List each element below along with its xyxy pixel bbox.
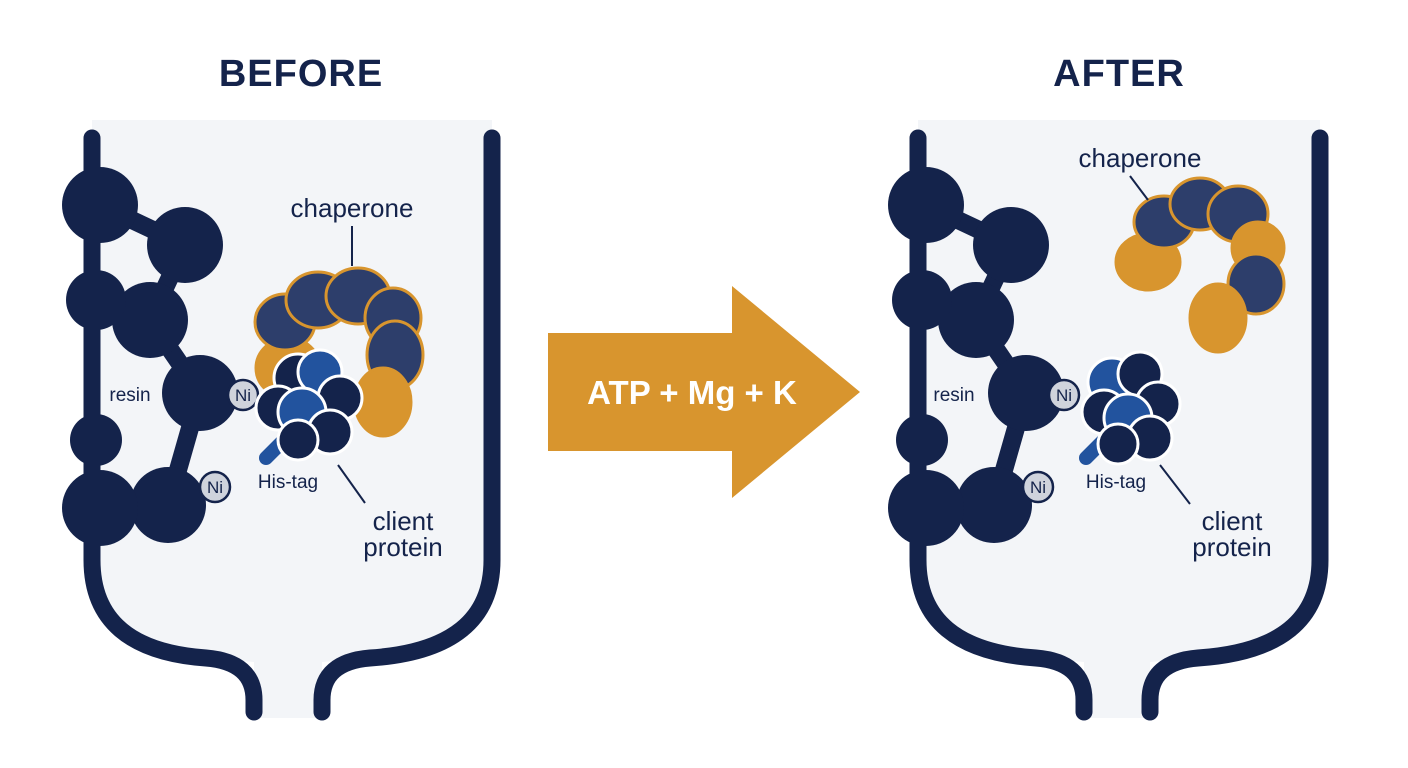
after-column-wall — [909, 129, 1093, 721]
ni-label: Ni — [235, 386, 251, 405]
ni-ion — [226, 378, 260, 412]
after-chaperone-leader — [1129, 175, 1149, 201]
resin-bead — [162, 355, 238, 431]
resin-bead — [147, 207, 223, 283]
ni-ion — [1021, 470, 1055, 504]
resin-bead — [130, 467, 206, 543]
before-heading: BEFORE — [219, 53, 383, 95]
after-chaperone-label: chaperone — [1079, 143, 1202, 173]
ni-label: Ni — [1056, 386, 1072, 405]
arrow-shape — [548, 286, 860, 498]
resin-bead — [112, 282, 188, 358]
before-panel: BEFORE resin Ni Ni — [62, 53, 501, 721]
resin-bead — [973, 207, 1049, 283]
arrow-label: ATP + Mg + K — [587, 374, 797, 411]
before-histag-label: His-tag — [258, 472, 318, 493]
ni-ion — [198, 470, 232, 504]
before-client-label-line2: protein — [363, 532, 443, 562]
after-client-label-line1: client — [1202, 506, 1263, 536]
after-client-leader — [1159, 464, 1191, 505]
after-heading: AFTER — [1053, 53, 1185, 95]
before-resin-beads — [62, 167, 244, 546]
ni-label: Ni — [207, 478, 223, 497]
resin-bead — [956, 467, 1032, 543]
before-column-wall — [83, 129, 263, 721]
after-resin-label: resin — [933, 385, 974, 406]
ni-ion — [1047, 378, 1081, 412]
after-panel: AFTER resin Ni Ni — [888, 53, 1329, 721]
after-column-wall — [1141, 129, 1329, 721]
before-column-wall — [313, 129, 501, 721]
resin-bead — [988, 355, 1064, 431]
after-client-label-line2: protein — [1192, 532, 1272, 562]
after-resin-beads — [888, 167, 1065, 546]
after-histag-label: His-tag — [1086, 472, 1146, 493]
reaction-arrow: ATP + Mg + K — [548, 286, 860, 498]
ni-label: Ni — [1030, 478, 1046, 497]
after-chaperone — [1114, 176, 1286, 354]
before-chaperone-label: chaperone — [291, 193, 414, 223]
before-client-leader — [337, 464, 366, 504]
before-client-label-line1: client — [373, 506, 434, 536]
before-client-protein — [254, 348, 364, 465]
resin-bead — [938, 282, 1014, 358]
before-resin-label: resin — [109, 385, 150, 406]
after-client-protein — [1079, 350, 1182, 466]
